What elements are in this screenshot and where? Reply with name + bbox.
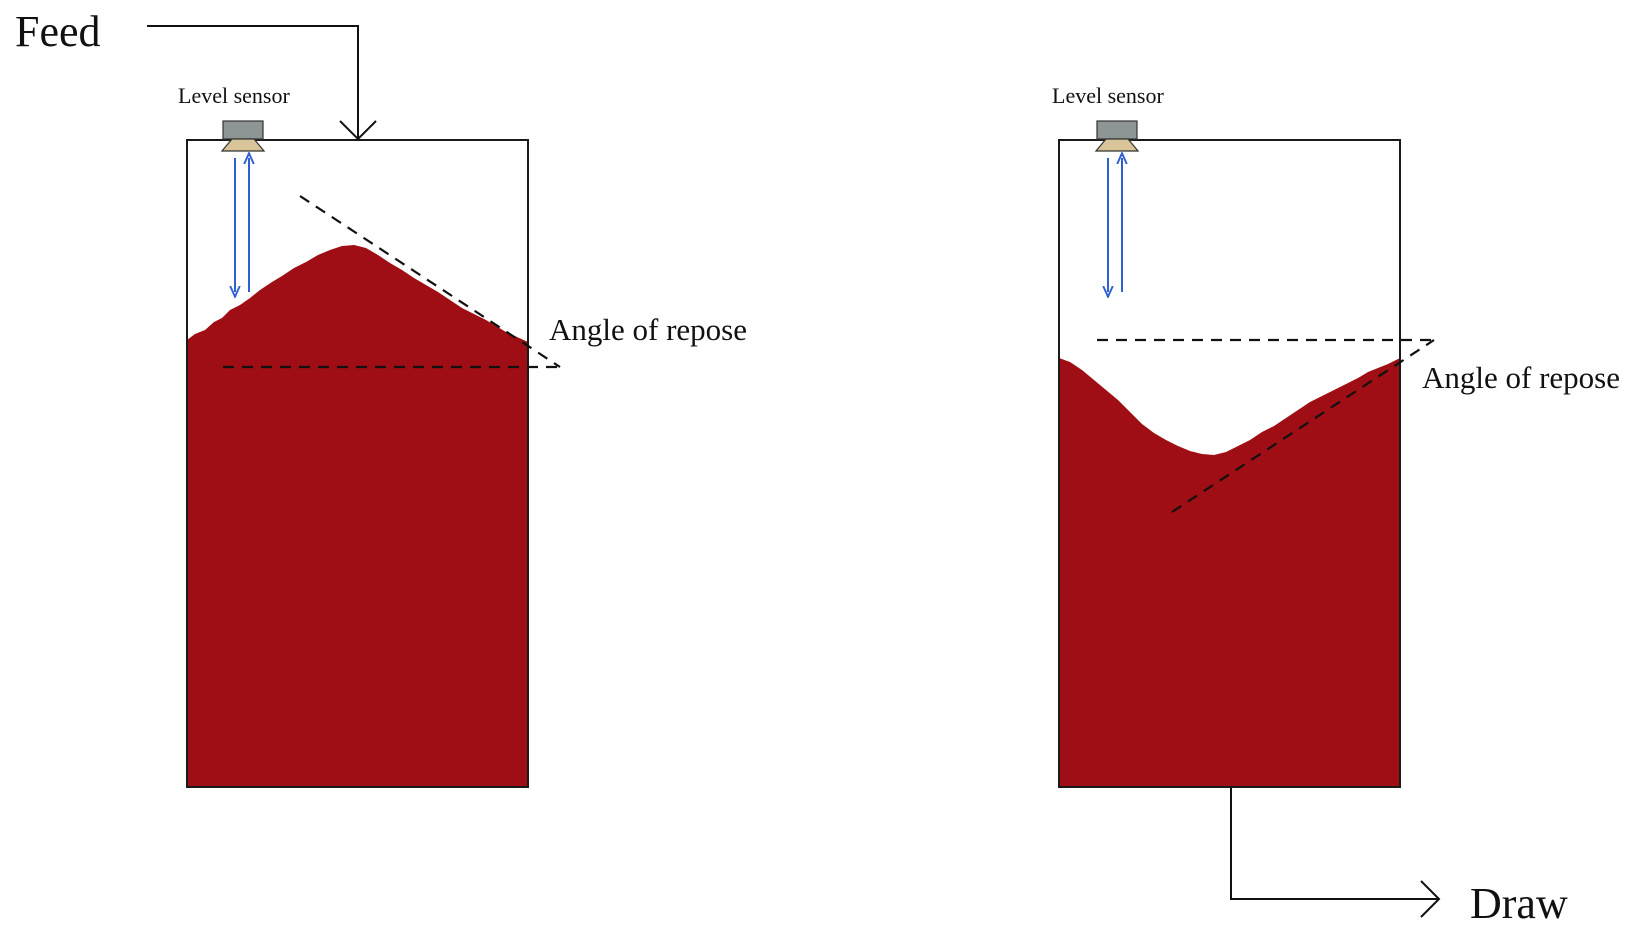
left-repose-line <box>299 195 561 368</box>
right-sensor-cone <box>1094 138 1140 152</box>
draw-arrow-head <box>1420 880 1441 918</box>
left-sensor-icon <box>222 120 264 140</box>
draw-arrow-line <box>1230 787 1438 900</box>
right-angle-of-repose-label: Angle of repose <box>1422 360 1620 395</box>
right-repose-line <box>1171 339 1435 513</box>
feed-label: Feed <box>15 7 101 56</box>
left-angle-of-repose-label: Angle of repose <box>549 312 747 347</box>
right-material-fill <box>1059 358 1400 787</box>
right-level-sensor-label: Level sensor <box>1052 83 1164 108</box>
left-material-fill <box>187 245 528 787</box>
feed-arrow-head <box>339 120 377 141</box>
feed-arrow-line <box>147 25 359 138</box>
left-sensor-cone <box>220 138 266 152</box>
right-silo <box>1058 120 1441 918</box>
left-silo-wall <box>186 139 529 788</box>
draw-label: Draw <box>1470 879 1568 925</box>
right-sensor-icon <box>1096 120 1138 140</box>
left-silo <box>147 25 561 788</box>
left-level-sensor-label: Level sensor <box>178 83 290 108</box>
right-silo-wall <box>1058 139 1401 788</box>
